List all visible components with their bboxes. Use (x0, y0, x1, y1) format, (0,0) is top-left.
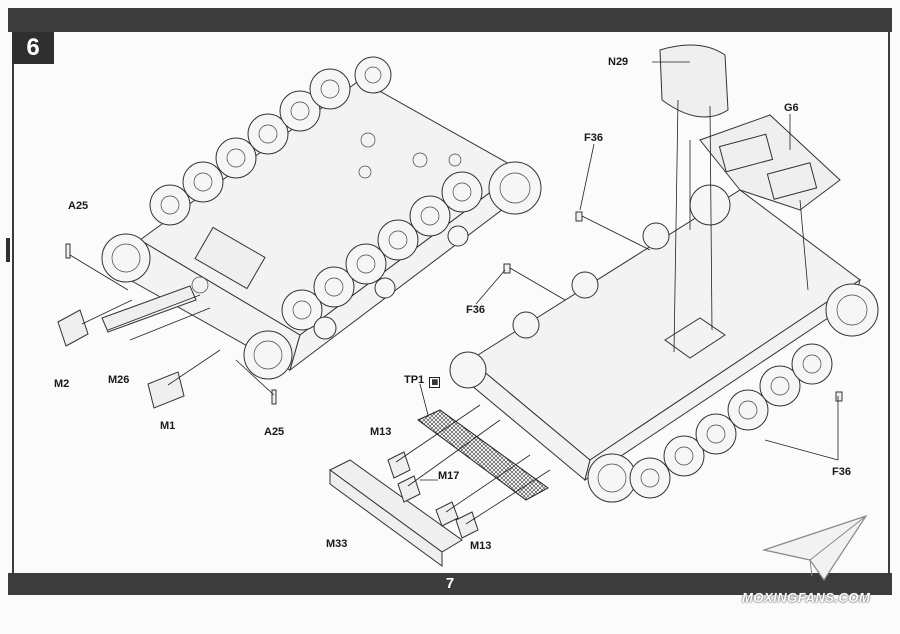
callout-f36-top: F36 (584, 132, 603, 144)
part-m26 (101, 285, 197, 333)
callout-g6: G6 (784, 102, 799, 114)
top-header-bar (8, 8, 892, 32)
callout-m33: M33 (326, 538, 348, 550)
step-number-badge: 6 (12, 32, 54, 64)
callout-a25-bottom: A25 (264, 426, 285, 438)
side-marker (6, 238, 10, 262)
part-f36-mid (503, 263, 511, 274)
part-a25-top (65, 243, 71, 259)
part-m13-top (387, 451, 411, 479)
bottom-footer-bar: 7 (8, 573, 892, 595)
right-chassis-near-wheels (587, 283, 879, 503)
callout-m1: M1 (160, 420, 176, 432)
callout-m26: M26 (108, 374, 130, 386)
left-chassis-near-wheels (101, 161, 542, 380)
right-chassis-far-wheels (449, 184, 731, 389)
callout-m13-bottom: M13 (470, 540, 492, 552)
right-chassis (449, 44, 879, 503)
callout-m13-top: M13 (370, 426, 392, 438)
paper-plane-logo-icon (762, 514, 868, 582)
callout-tp1-text: TP1 (404, 374, 425, 386)
part-a25-bottom (271, 389, 277, 405)
front-plate-assembly (329, 404, 551, 567)
callout-tp1: TP1 ▦ (404, 374, 441, 388)
part-m13-bottom (455, 511, 479, 539)
callout-m2: M2 (54, 378, 70, 390)
left-chassis (57, 56, 542, 409)
callout-n29: N29 (608, 56, 629, 68)
callout-a25-top: A25 (68, 200, 89, 212)
callout-f36-right: F36 (832, 466, 851, 478)
leader-lines (419, 61, 791, 481)
photo-etch-icon: ▦ (429, 377, 441, 388)
part-f36-top (575, 211, 583, 222)
part-m17 (397, 475, 421, 503)
part-m1 (147, 371, 185, 409)
part-f36-right (835, 391, 843, 402)
callout-m17: M17 (438, 470, 460, 482)
callout-f36-mid: F36 (466, 304, 485, 316)
frame-left-border (12, 32, 14, 577)
left-chassis-far-wheels (149, 56, 392, 226)
frame-right-border (888, 32, 890, 577)
part-tp1-mesh (417, 409, 549, 501)
part-n29 (659, 44, 729, 118)
page-number: 7 (445, 575, 455, 592)
part-m2 (57, 309, 89, 347)
watermark-text: MOXINGFANS.COM (742, 590, 871, 605)
